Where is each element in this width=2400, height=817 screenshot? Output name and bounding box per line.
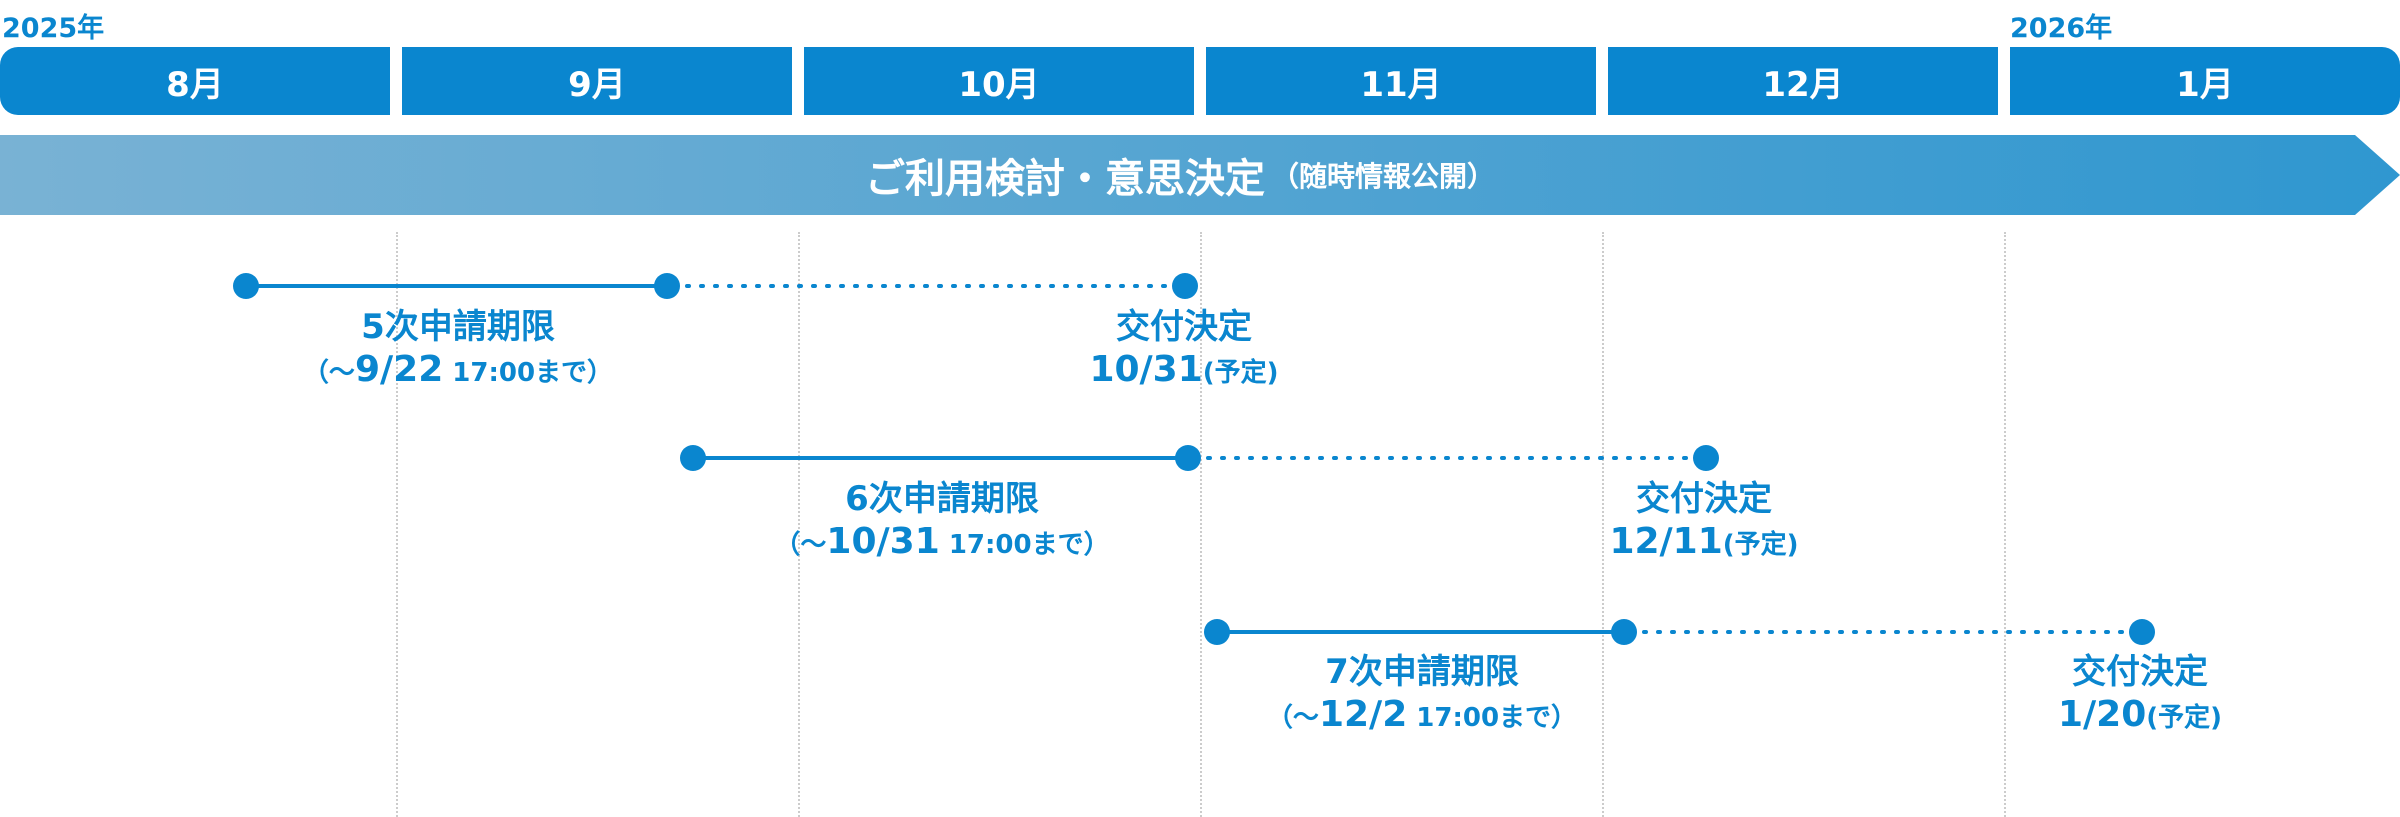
deadline-date: 10/31 — [826, 521, 940, 562]
deadline-time: 17:00まで） — [1407, 703, 1578, 733]
decision-date: 12/11 — [1609, 521, 1723, 562]
decision-note: (予定) — [1722, 530, 1799, 560]
round-6-decision-label: 交付決定 12/11(予定) — [1609, 482, 1798, 560]
deadline-date: 9/22 — [354, 349, 444, 390]
phase-arrow — [0, 135, 2400, 215]
month-jan: 1月 — [2010, 47, 2400, 115]
year-label-2026: 2026年 — [2010, 13, 2113, 44]
round-7-deadline-dot — [1611, 619, 1637, 645]
month-sep: 9月 — [402, 47, 792, 115]
decision-note: (予定) — [1202, 358, 1279, 388]
phase-subtitle: （随時情報公開） — [1270, 160, 1495, 193]
round-5-deadline-dot — [654, 273, 680, 299]
round-7-deadline-label: 7次申請期限 （～12/2 17:00まで） — [1267, 655, 1577, 733]
deadline-open: （～ — [302, 358, 355, 388]
decision-note: (予定) — [2146, 703, 2223, 733]
deadline-time: 17:00まで） — [939, 530, 1110, 560]
month-oct: 10月 — [804, 47, 1194, 115]
deadline-title: 7次申請期限 — [1325, 652, 1519, 692]
month-dec: 12月 — [1608, 47, 1998, 115]
round-6-deadline-label: 6次申請期限 （～10/31 17:00まで） — [774, 482, 1109, 560]
round-6-deadline-dot — [1175, 445, 1201, 471]
decision-date: 1/20 — [2057, 694, 2147, 735]
decision-date: 10/31 — [1089, 349, 1203, 390]
phase-label: ご利用検討・意思決定 （随時情報公開） — [0, 135, 2360, 215]
round-5-decision-dot — [1172, 273, 1198, 299]
deadline-title: 5次申請期限 — [361, 307, 555, 347]
month-nov: 11月 — [1206, 47, 1596, 115]
deadline-date: 12/2 — [1318, 694, 1408, 735]
round-5-deadline-label: 5次申請期限 （～9/22 17:00まで） — [303, 310, 613, 388]
phase-title: ご利用検討・意思決定 — [864, 156, 1265, 202]
grid-line — [2004, 232, 2006, 817]
round-7-decision-label: 交付決定 1/20(予定) — [2058, 655, 2222, 733]
round-5-start-dot — [233, 273, 259, 299]
round-7-start-dot — [1204, 619, 1230, 645]
decision-title: 交付決定 — [2071, 652, 2208, 692]
grid-line — [798, 232, 800, 817]
grid-line — [1200, 232, 1202, 817]
deadline-time: 17:00まで） — [443, 358, 614, 388]
year-label-2025: 2025年 — [2, 13, 105, 44]
deadline-open: （～ — [774, 530, 827, 560]
round-5-decision-label: 交付決定 10/31(予定) — [1089, 310, 1278, 388]
round-6-start-dot — [680, 445, 706, 471]
grid-line — [396, 232, 398, 817]
deadline-open: （～ — [1266, 703, 1319, 733]
grid-line — [1602, 232, 1604, 817]
decision-title: 交付決定 — [1116, 307, 1252, 347]
round-6-decision-dot — [1693, 445, 1719, 471]
month-aug: 8月 — [0, 47, 390, 115]
deadline-title: 6次申請期限 — [845, 479, 1039, 519]
decision-title: 交付決定 — [1636, 479, 1772, 519]
round-7-decision-dot — [2129, 619, 2155, 645]
phase-banner: ご利用検討・意思決定 （随時情報公開） — [0, 135, 2400, 215]
